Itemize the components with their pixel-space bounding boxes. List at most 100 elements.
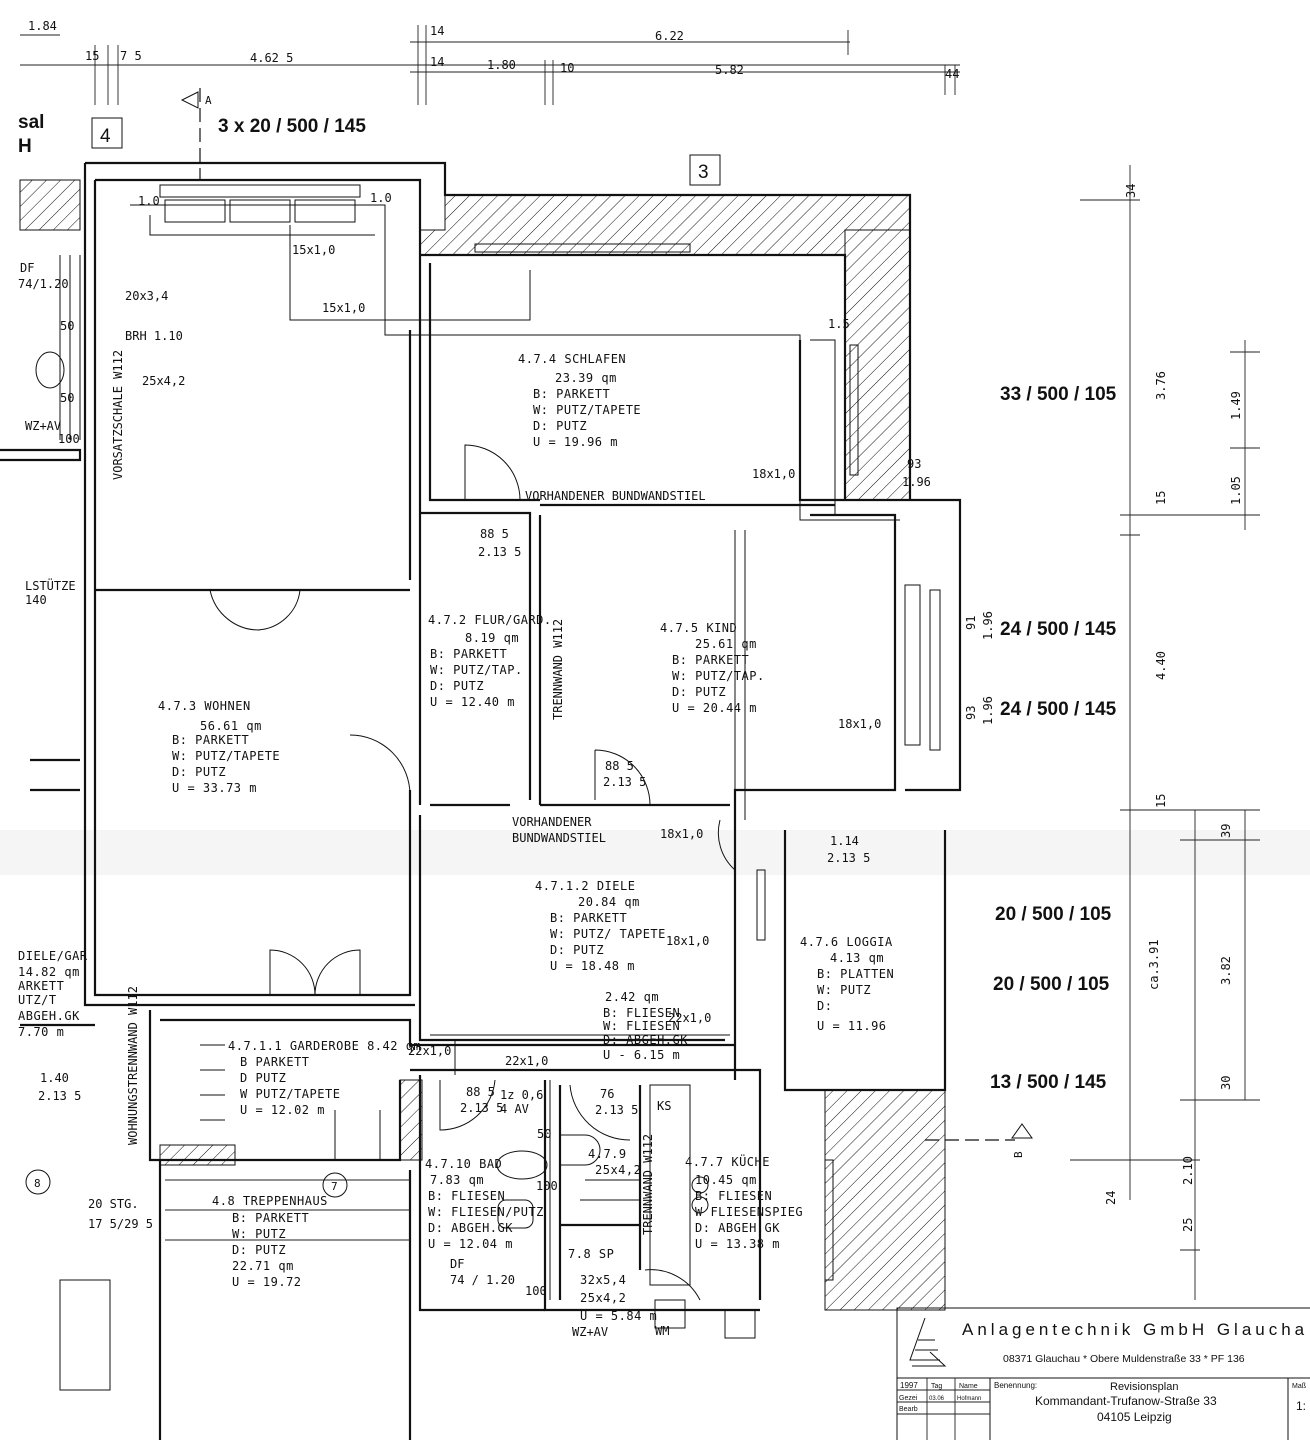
dim-label: 14: [430, 55, 444, 69]
plan-text: 2.13 5: [478, 545, 521, 559]
plan-text: DF: [20, 261, 34, 275]
plan-text: KS: [657, 1099, 671, 1113]
dim-label: 5.82: [715, 63, 744, 77]
plan-text: TRENNWAND W112: [641, 1134, 655, 1235]
room-label-flur: 4.7.2 FLUR/GARD. 8.19 qm B: PARKETT W: P…: [428, 613, 551, 709]
plan-text: 74/1.20: [18, 277, 69, 291]
plan-text: W: FLIESEN/PUTZ: [428, 1205, 544, 1219]
plan-text: 7.70 m: [18, 1025, 64, 1039]
plan-text: DF: [450, 1257, 464, 1271]
dim-label: 1.84: [28, 19, 57, 33]
plan-text: SP: [599, 1247, 614, 1261]
plan-text: 13 / 500 / 145: [990, 1072, 1107, 1093]
plan-text: U = 19.72: [232, 1275, 302, 1289]
plan-text: 1.0: [138, 194, 160, 208]
grid-marker: 4: [100, 126, 111, 147]
plan-text: 88 5: [466, 1085, 495, 1099]
plan-text: D: ABGEH.GK: [428, 1221, 513, 1235]
plan-text: TREPPENHAUS: [243, 1194, 328, 1208]
plan-text: U = 19.96 m: [533, 435, 618, 449]
plan-text: W FLIESENSPIEG: [695, 1205, 803, 1219]
window-spec: 3 x 20 / 500 / 145: [218, 116, 366, 137]
svg-text:4.7.10 BAD: 4.7.10 BAD: [425, 1157, 502, 1171]
plan-text: U = 18.48 m: [550, 959, 635, 973]
right-dimension-lines: [1070, 165, 1260, 1300]
plan-text: A: [205, 94, 212, 107]
plan-text: D:: [817, 999, 832, 1013]
plan-text: 15: [1154, 491, 1168, 505]
plan-text: LOGGIA: [846, 935, 893, 949]
plan-text: 7: [331, 1180, 338, 1193]
plan-text: 1.14: [830, 834, 859, 848]
svg-text:4.7.1.1 GARDEROBE 8.42 qm: 4.7.1.1 GARDEROBE 8.42 qm: [228, 1039, 421, 1053]
plan-text: D: PUTZ: [672, 685, 726, 699]
plan-text: 91: [964, 616, 978, 630]
plan-text: Bearb: [899, 1406, 918, 1413]
plan-text: U = 12.04 m: [428, 1237, 513, 1251]
plan-text: KIND: [706, 621, 737, 635]
grid-marker-box: [689, 154, 721, 186]
plan-text: 50: [60, 319, 74, 333]
plan-text: 14.82 qm: [18, 965, 80, 979]
svg-text:4.8 TREPPENHAUS: 4.8 TREPPENHAUS: [212, 1194, 328, 1208]
svg-text:4.7.4 SCHLAFEN: 4.7.4 SCHLAFEN: [518, 352, 626, 366]
plan-text: 3.82: [1219, 956, 1233, 985]
svg-text:4.7.7 KÜCHE: 4.7.7 KÜCHE: [685, 1153, 770, 1169]
plan-text: W: PUTZ/TAPETE: [533, 403, 641, 417]
plan-text: Revisionsplan: [1110, 1381, 1178, 1393]
plan-text: LSTÜTZE: [25, 577, 76, 593]
plan-text: 2.13 5: [595, 1103, 638, 1117]
plan-text: 4.7.4: [518, 352, 557, 366]
room-label-treppenhaus: 4.8 TREPPENHAUS B: PARKETT W: PUTZ D: PU…: [212, 1194, 328, 1289]
plan-text: SCHLAFEN: [564, 352, 626, 366]
plan-text: 3.76: [1154, 371, 1168, 400]
plan-text: 20 / 500 / 105: [995, 904, 1112, 925]
plan-text: 88 5: [605, 759, 634, 773]
plan-text: W: PUTZ/TAP.: [672, 669, 765, 683]
plan-text: 1.05: [1229, 476, 1243, 505]
plan-text: Hofmann: [957, 1396, 981, 1402]
doors: [209, 444, 736, 1301]
plan-text: Name: [959, 1383, 978, 1390]
company-name: Anlagentechnik GmbH Glaucha: [962, 1320, 1308, 1339]
room-label-sp: 7.8 SP 32x5,4 25x4,2 U = 5.84 m: [568, 1247, 657, 1323]
plan-text: 1.96: [981, 611, 995, 640]
plan-text: 50: [537, 1127, 551, 1141]
plan-text: 22x1,0: [505, 1054, 548, 1068]
plan-text: W: PUTZ/TAPETE: [172, 749, 280, 763]
plan-text: B: [1012, 1151, 1025, 1158]
plan-text: B: PARKETT: [430, 647, 507, 661]
plan-text: 50: [60, 391, 74, 405]
plan-text: 24 / 500 / 145: [1000, 619, 1117, 640]
windows: [159, 184, 941, 1281]
plan-text: Benennung:: [994, 1381, 1037, 1390]
plan-text: Maß: [1292, 1383, 1306, 1390]
plan-text: 22.71 qm: [232, 1259, 294, 1273]
dim-label: 14: [430, 24, 444, 38]
plan-text: 15x1,0: [292, 243, 335, 257]
plan-text: Kommandant-Trufanow-Straße 33: [1035, 1394, 1217, 1408]
plan-text: 30: [1219, 1076, 1233, 1090]
plan-text: Tag: [931, 1383, 942, 1390]
plan-text: BUNDWANDSTIEL: [512, 831, 606, 845]
plan-text: B: PARKETT: [533, 387, 610, 401]
plan-text: U - 6.15 m: [603, 1048, 680, 1062]
dim-label: 15: [85, 49, 99, 63]
plan-text: 4.7.5: [660, 621, 699, 635]
plan-text: 32x5,4: [580, 1273, 626, 1287]
plan-text: FLUR/GARD.: [474, 613, 551, 627]
grid-marker-box: [91, 117, 123, 149]
plan-text: 1.96: [981, 696, 995, 725]
plan-text: VORHANDENER: [512, 815, 592, 829]
plan-text: B: FLIESEN: [603, 1006, 680, 1020]
plan-text: W: PUTZ: [232, 1227, 286, 1241]
plan-text: 20.84 qm: [578, 895, 640, 909]
plan-text: 18x1,0: [666, 934, 709, 948]
plan-text: 24: [1104, 1191, 1118, 1205]
plan-text: 4.7.1.1: [228, 1039, 282, 1053]
plan-text: 22x1,0: [408, 1044, 451, 1058]
svg-text:4.7.3 WOHNEN: 4.7.3 WOHNEN: [158, 699, 251, 713]
plan-text: 22x1,0: [668, 1011, 711, 1025]
plan-text: 100: [525, 1284, 547, 1298]
plan-text: 20 / 500 / 105: [993, 974, 1110, 995]
